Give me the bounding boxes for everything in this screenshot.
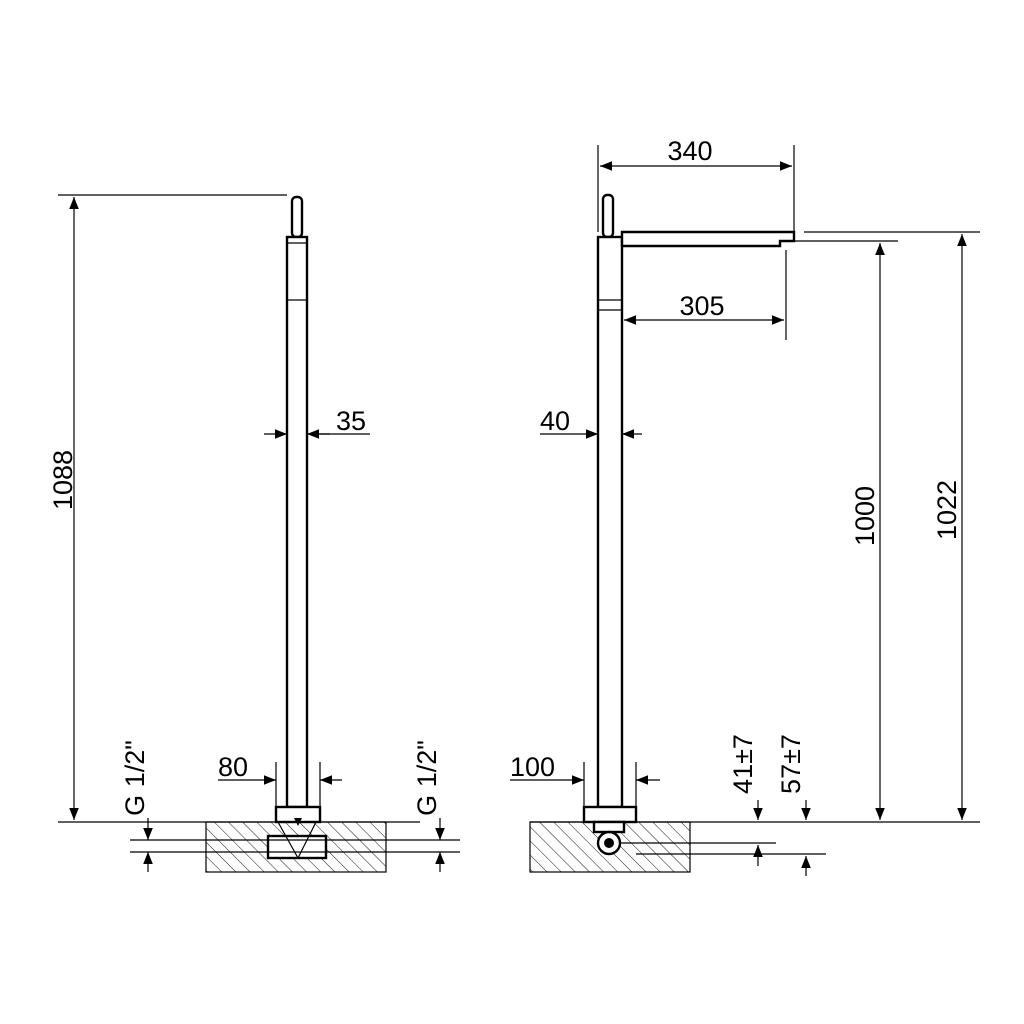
right-view: 340 305 40 100 1000 1022 41±7 57±7: [510, 136, 980, 876]
spout-right: [620, 230, 796, 248]
dim-right-reach-total: 340: [667, 136, 712, 166]
dim-right-body-width: 40: [540, 406, 570, 436]
lever-handle-right: [601, 193, 615, 239]
dim-left-connection-2: G 1/2": [412, 740, 442, 816]
dim-right-depth-2: 57±7: [776, 734, 806, 794]
left-view: 1088 35 80 G 1/2" G 1/2": [48, 194, 460, 873]
dim-left-total-height: 1088: [48, 450, 78, 510]
connector-left: [266, 834, 328, 860]
dim-left-body-width: 35: [336, 406, 366, 436]
dim-right-base-width: 100: [510, 752, 555, 782]
dim-right-total-height: 1022: [932, 480, 962, 540]
column-body-left: [285, 235, 309, 809]
base-flange-right: [582, 805, 638, 824]
lever-handle-left: [290, 195, 304, 239]
dim-left-connection-1: G 1/2": [120, 740, 150, 816]
dim-left-base-width: 80: [218, 752, 248, 782]
dim-right-reach-spout: 305: [679, 291, 724, 321]
dim-right-depth-1: 41±7: [728, 734, 758, 794]
dim-right-spout-height: 1000: [850, 486, 880, 546]
column-body-right: [596, 235, 624, 809]
